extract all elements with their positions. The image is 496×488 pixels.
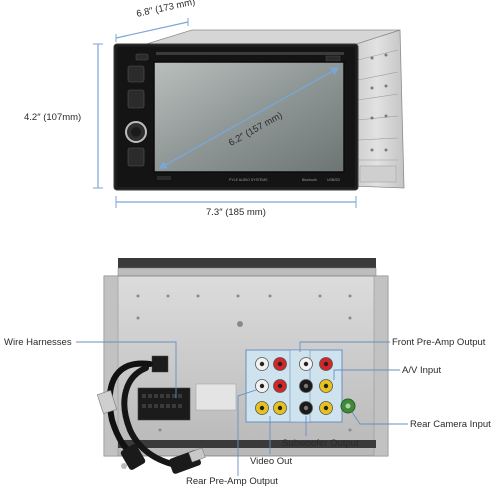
- callout-rear-preamp: Rear Pre-Amp Output: [186, 476, 278, 487]
- callout-av-input: A/V Input: [402, 365, 441, 376]
- front-bluetooth-text: Bluetooth: [302, 178, 317, 182]
- width-dimension: 7.3″ (185 mm): [115, 196, 357, 218]
- front-buttons: [125, 53, 149, 167]
- front-brand-text: PYLE AUDIO SYSTEMS: [229, 178, 268, 182]
- aux-jack: [120, 444, 146, 470]
- mode-button: [127, 147, 145, 167]
- width-dimension-label: 7.3″ (185 mm): [206, 207, 266, 218]
- usb-plug: [169, 447, 206, 474]
- harness-connector: [137, 387, 191, 421]
- depth-dimension-label: 6.8″ (173 mm): [135, 0, 196, 20]
- front-view: PYLE AUDIO SYSTEMS Bluetooth USB/SD: [113, 29, 405, 191]
- callout-subwoofer: Subwoofer Output: [282, 438, 359, 449]
- disc-slot: [156, 52, 344, 55]
- rear-view: Wire Harnesses Front Pre-Amp Output A/V …: [4, 258, 491, 487]
- callout-wire-harnesses: Wire Harnesses: [4, 337, 72, 348]
- height-dimension-label: 4.2″ (107mm): [24, 112, 81, 123]
- eject-button: [127, 65, 145, 83]
- height-dimension: 4.2″ (107mm): [24, 43, 103, 189]
- rca-cluster: [245, 349, 356, 423]
- front-usb-text: USB/SD: [327, 178, 341, 182]
- nav-button: [127, 89, 145, 109]
- callout-front-preamp: Front Pre-Amp Output: [392, 337, 486, 348]
- callout-rear-camera: Rear Camera Input: [410, 419, 491, 430]
- side-chassis: [139, 29, 405, 189]
- callout-lines: [76, 341, 408, 476]
- callout-video-out: Video Out: [250, 456, 292, 467]
